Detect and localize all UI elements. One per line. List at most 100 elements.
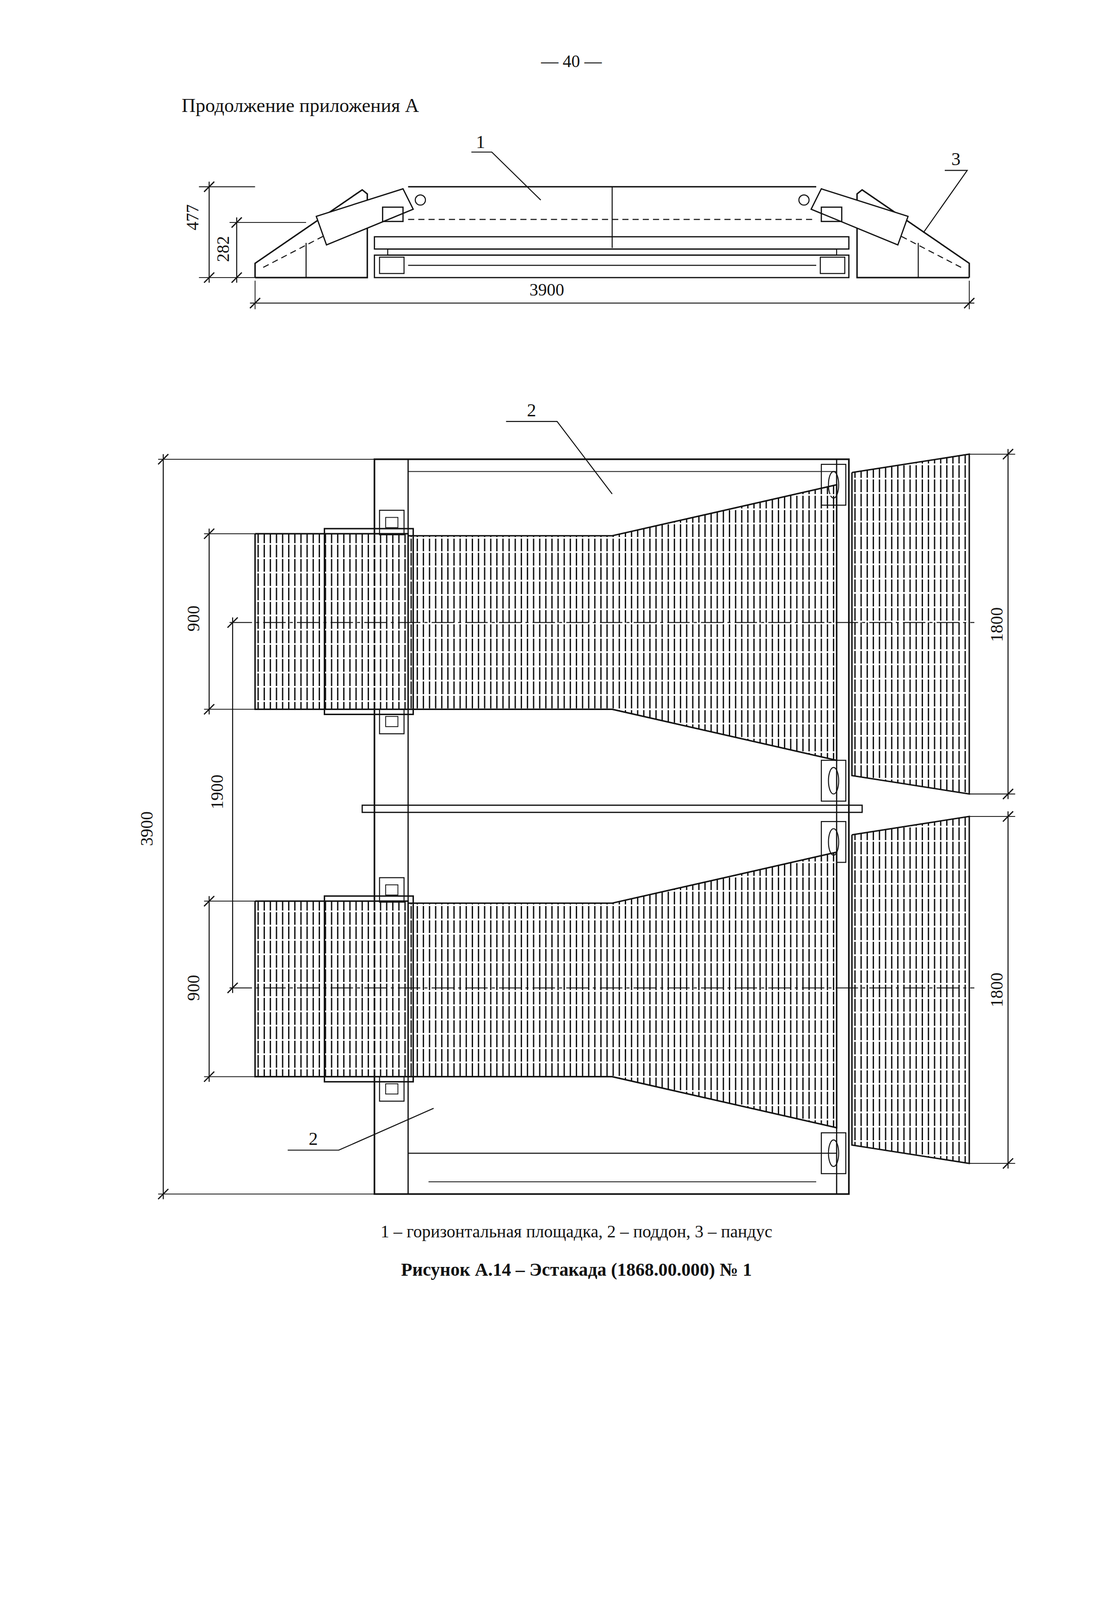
leader-line xyxy=(471,152,541,201)
grating-bar xyxy=(897,454,899,795)
dimension-line xyxy=(208,895,210,1082)
grating-bar xyxy=(496,851,498,1128)
grating-bar xyxy=(909,816,912,1164)
grating-bar xyxy=(422,851,425,1128)
grating-gap xyxy=(851,577,970,580)
grating-gap xyxy=(255,967,409,970)
grating-gap xyxy=(851,649,970,652)
grating-bar xyxy=(903,454,905,795)
grating-gap xyxy=(255,953,409,955)
grating-gap xyxy=(851,997,970,999)
grating-gap xyxy=(408,1089,838,1092)
grating-bar xyxy=(275,533,277,709)
grating-gap xyxy=(255,628,409,631)
dimension-tick xyxy=(203,181,215,192)
dimension-tick xyxy=(203,528,215,539)
grating-gap xyxy=(255,542,409,545)
grating-gap xyxy=(255,614,409,617)
dimension-value: 900 xyxy=(184,974,203,1001)
dimension-tick xyxy=(158,1188,169,1199)
ramp-rib xyxy=(917,242,919,278)
grating xyxy=(255,533,409,709)
grating-bar xyxy=(716,851,719,1128)
grating-bar xyxy=(490,851,492,1128)
pallet-line xyxy=(408,470,838,472)
leader-line xyxy=(287,1108,434,1150)
extension-line xyxy=(229,221,306,223)
grating-gap xyxy=(851,1040,970,1042)
grating-bar xyxy=(692,484,694,761)
grating-gap xyxy=(255,642,409,645)
grating-bar xyxy=(269,900,271,1077)
grating-bar xyxy=(453,851,455,1128)
support-pad-inner xyxy=(385,884,398,895)
grating-gap xyxy=(408,750,838,753)
grating-bar xyxy=(685,851,688,1128)
dimension-tick xyxy=(1003,1157,1014,1169)
grating-bar xyxy=(398,900,400,1077)
grating-bar xyxy=(361,533,364,709)
grating-bar xyxy=(934,816,936,1164)
grating-gap xyxy=(851,939,970,942)
grating-gap xyxy=(408,1032,838,1035)
grating-bar xyxy=(318,900,321,1077)
grating xyxy=(851,816,970,1164)
grating-gap xyxy=(851,954,970,956)
pallet-frame xyxy=(374,459,850,1195)
grating-bar xyxy=(490,484,492,761)
dimension-tick xyxy=(227,617,238,628)
grating-bar xyxy=(630,484,633,761)
grating-bar xyxy=(783,851,786,1128)
support-pad xyxy=(379,1076,405,1102)
grating-bar xyxy=(508,851,511,1128)
dimension-tick xyxy=(227,982,238,993)
grating-gap xyxy=(408,722,838,725)
grating-gap xyxy=(408,679,838,682)
grating-bar xyxy=(288,533,290,709)
grating-bar xyxy=(575,851,578,1128)
grating-gap xyxy=(408,932,838,935)
grating-gap xyxy=(851,1111,970,1114)
extension-line xyxy=(254,280,256,310)
dimension-line xyxy=(1007,811,1009,1169)
grating-gap xyxy=(408,918,838,921)
grating-gap xyxy=(408,565,838,568)
grating-bar xyxy=(484,851,486,1128)
dimension-tick xyxy=(231,217,242,228)
grating-bar xyxy=(569,851,572,1128)
grating-bar xyxy=(921,454,924,795)
grating-bar xyxy=(355,533,358,709)
grating-bar xyxy=(832,851,835,1128)
grating-bar xyxy=(386,900,388,1077)
grating-bar xyxy=(257,900,259,1077)
grating-gap xyxy=(255,571,409,574)
grating-bar xyxy=(514,851,517,1128)
grating-bar xyxy=(502,851,504,1128)
grating-bar xyxy=(275,900,277,1077)
grating-bar xyxy=(964,454,967,795)
grating-gap xyxy=(851,1125,970,1128)
cross-bar xyxy=(362,805,862,813)
grating-bar xyxy=(866,816,868,1164)
grating-gap xyxy=(851,492,970,494)
grating-bar xyxy=(294,533,296,709)
callout-number: 3 xyxy=(951,149,961,169)
grating-bar xyxy=(343,533,345,709)
grating-bar xyxy=(915,816,918,1164)
grating-gap xyxy=(255,671,409,674)
grating-bar xyxy=(679,851,682,1128)
grating-bar xyxy=(704,851,706,1128)
grating-bar xyxy=(398,533,400,709)
grating-bar xyxy=(710,851,712,1128)
grating-gap xyxy=(408,947,838,949)
grating-bar xyxy=(459,851,462,1128)
center-line xyxy=(229,987,975,989)
grating-bar xyxy=(624,851,627,1128)
grating-bar xyxy=(728,851,731,1128)
grating-bar xyxy=(789,851,792,1128)
grating-gap xyxy=(255,557,409,560)
platform-beam xyxy=(374,236,850,249)
grating-bar xyxy=(649,851,651,1128)
grating-bar xyxy=(878,454,881,795)
dimension-value: 1800 xyxy=(988,607,1006,642)
